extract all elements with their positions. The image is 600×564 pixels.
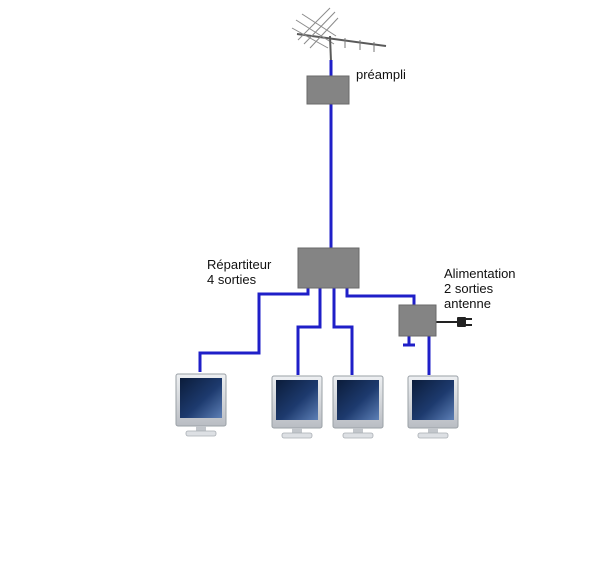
power-supply-label: Alimentation 2 sorties antenne	[444, 266, 516, 311]
tv-icon	[271, 375, 323, 439]
splitter-label: Répartiteur 4 sorties	[207, 257, 271, 287]
power-label-line2: 2 sorties	[444, 281, 494, 296]
preamp-label-text: préampli	[356, 67, 406, 82]
tv-icon	[407, 375, 459, 439]
power-supply-box	[398, 304, 437, 337]
splitter-label-line2: 4 sorties	[207, 272, 257, 287]
preamp-box	[306, 75, 350, 105]
cable-splitter-tv1	[198, 288, 310, 372]
power-plug-icon	[436, 317, 472, 327]
cable-splitter-tv2	[296, 288, 322, 375]
cable-splitter-power	[345, 288, 416, 305]
splitter-box	[297, 247, 360, 289]
tv-icon	[332, 375, 384, 439]
tv-icon	[175, 373, 227, 437]
antenna-icon	[291, 7, 387, 63]
cable-splitter-tv3	[332, 288, 354, 375]
preamp-label: préampli	[356, 67, 406, 82]
power-label-line1: Alimentation	[444, 266, 516, 281]
power-label-line3: antenne	[444, 296, 491, 311]
splitter-label-line1: Répartiteur	[207, 257, 272, 272]
cable-power-stub	[403, 336, 415, 347]
